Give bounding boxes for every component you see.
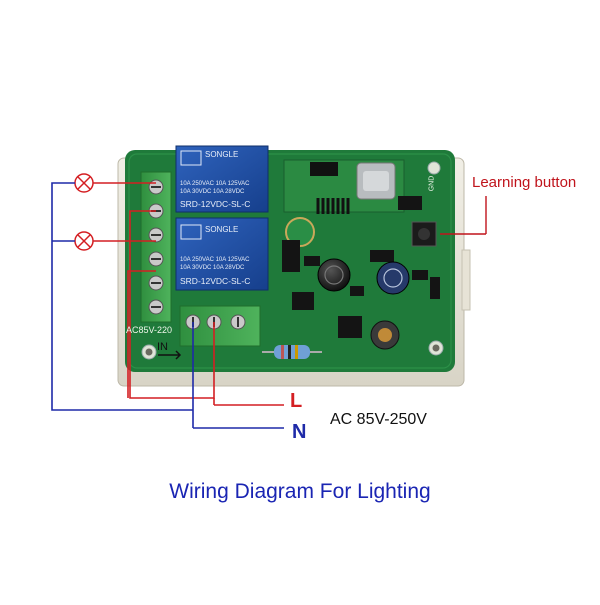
- lamp-icon: [74, 173, 94, 193]
- capacitor-2: [376, 261, 410, 295]
- supply-marking: AC85V-220: [126, 325, 173, 335]
- relay-model: SRD-12VDC-SL-C: [180, 199, 251, 209]
- inductor: [370, 320, 400, 350]
- supply-voltage-label: AC 85V-250V: [330, 411, 427, 428]
- relay-1: [175, 145, 269, 213]
- mounting-holes: [141, 161, 444, 360]
- rf-receiver-module: [283, 159, 405, 214]
- neutral-label: N: [292, 421, 307, 443]
- line-wire: [93, 182, 284, 406]
- learning-button[interactable]: [411, 221, 437, 247]
- pcb-border: [128, 153, 452, 369]
- line-label: L: [290, 390, 303, 412]
- output-terminal-block: [140, 171, 172, 323]
- relay-brand: SONGLE: [205, 225, 239, 234]
- pcb-components: [282, 196, 440, 338]
- relay-rating: 10A 250VAC 10A 125VAC: [180, 257, 250, 263]
- relay-brand: SONGLE: [205, 150, 239, 159]
- relay-rating: 10A 30VDC 10A 28VDC: [180, 189, 245, 195]
- relay-rating: 10A 30VDC 10A 28VDC: [180, 265, 245, 271]
- relay-2: [175, 217, 269, 291]
- enclosure-side-tab: [461, 249, 471, 311]
- input-marking: IN: [157, 341, 168, 353]
- resistor: [262, 345, 322, 359]
- lamp-icon: [74, 231, 94, 251]
- capacitor-1: [317, 258, 351, 292]
- gnd-marking: GND: [428, 175, 436, 192]
- learning-button-pointer: [440, 196, 487, 235]
- relay-rating: 10A 250VAC 10A 125VAC: [180, 181, 250, 187]
- neutral-wire: [51, 182, 284, 429]
- relay-model: SRD-12VDC-SL-C: [180, 276, 251, 286]
- learning-button-label: Learning button: [472, 174, 577, 191]
- diagram-caption: Wiring Diagram For Lighting: [169, 480, 431, 503]
